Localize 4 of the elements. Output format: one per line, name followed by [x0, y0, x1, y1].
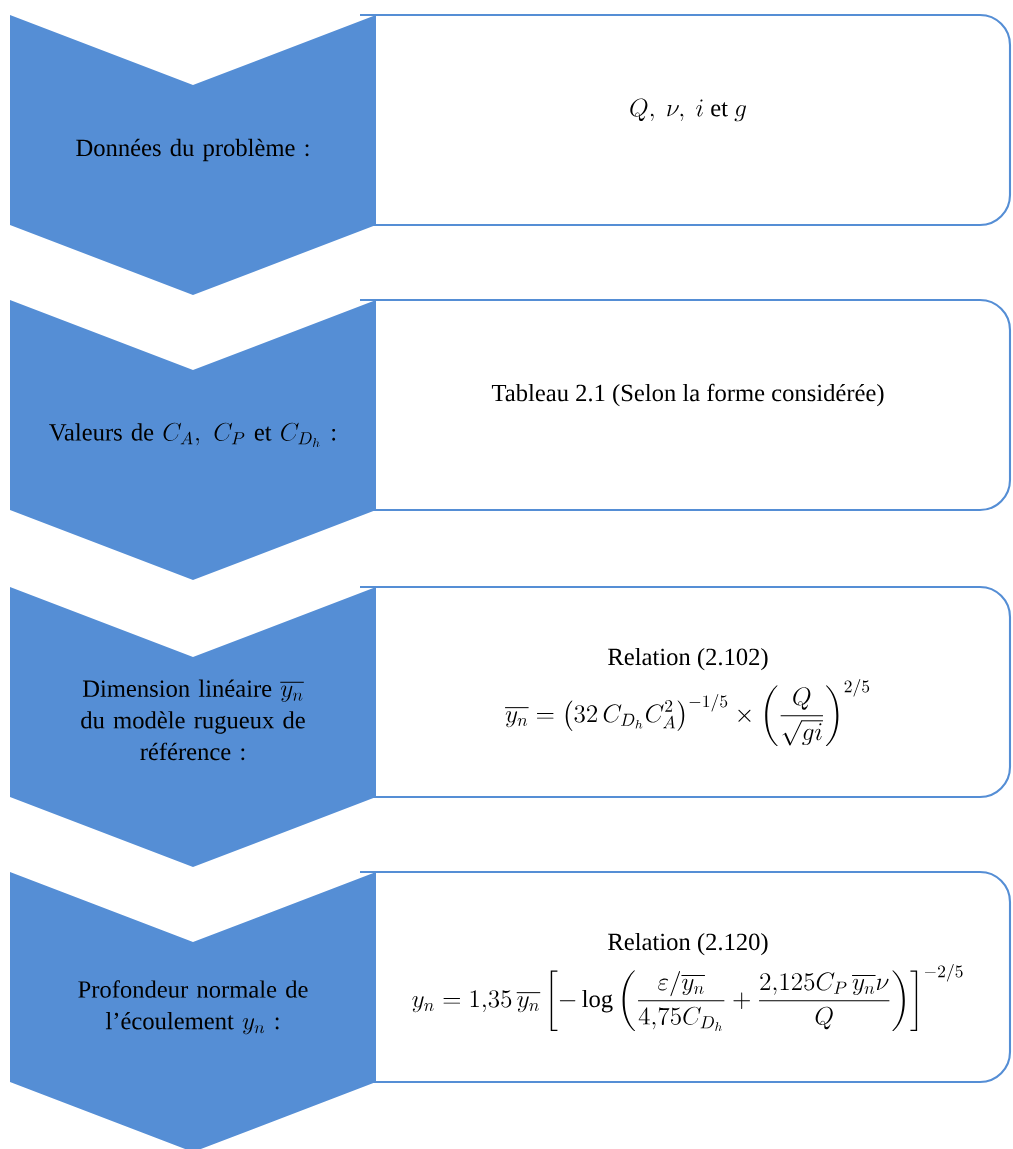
rounded-box: Relation (2.120) $y_n=1{,}35\,\overline{y_n}\left[-\log\left(\frac{\varepsilon/\overline{y_n}}{4{,}75C_{D_h}}+\frac{2{,}125C_P\,\overline{y_n}\nu}{Q}\right)\right]^{-2/5}$ [360, 870, 1012, 1084]
rounded-box: Relation (2.102) $\overline{y_n}=\left(32\,C_{D_h}C_A^2\right)^{-1/5}\times\left(\frac{Q}{\sqrt{gi}}\right)^{2/5}$ [360, 585, 1012, 799]
rounded-box: Tableau 2.1 (Selon la forme considérée) [360, 298, 1012, 512]
rounded-box: $Q,\ \nu,\ i\text{ et }g$ [360, 13, 1012, 227]
